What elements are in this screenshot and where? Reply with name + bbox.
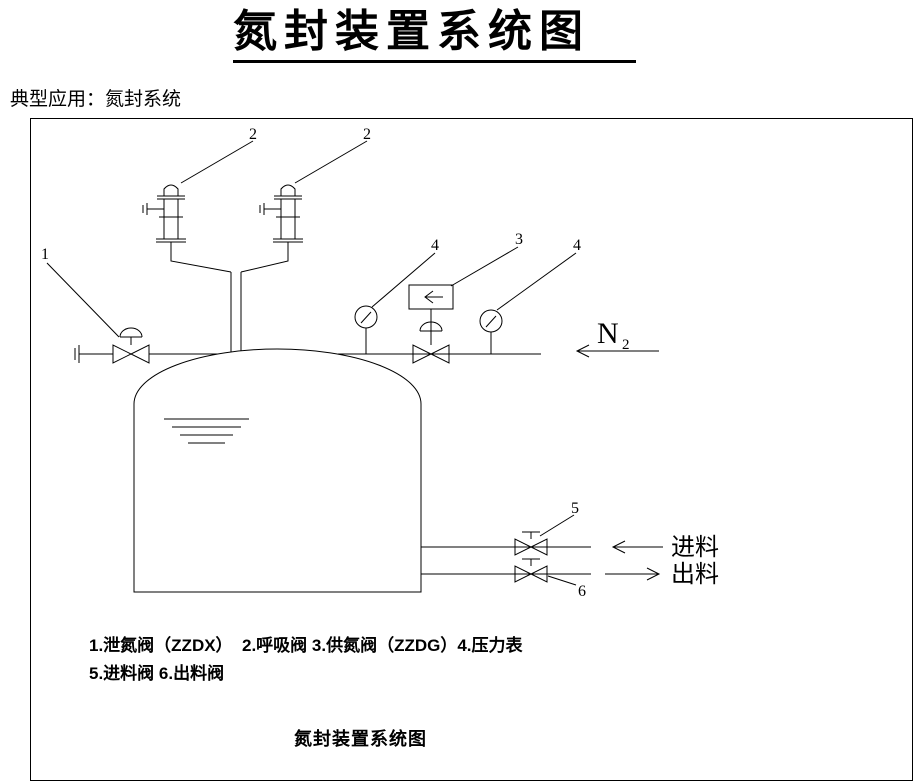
callouts: 1 2 2 4 3 4 5 6 — [41, 126, 586, 600]
discharge-arrow — [605, 567, 661, 581]
n2-arrow — [575, 344, 659, 358]
pressure-gauge-right — [479, 309, 503, 354]
relief-valve-assembly — [74, 327, 218, 364]
callout-4b: 4 — [573, 237, 581, 254]
storage-tank — [133, 348, 422, 593]
callout-6: 6 — [578, 583, 586, 600]
vent-pipe — [170, 242, 289, 352]
feed-arrow — [611, 540, 663, 554]
system-diagram: N 2 进料 出料 — [41, 126, 719, 600]
typical-application-subtitle: 典型应用：氮封系统 — [10, 89, 182, 110]
breather-valve-right — [259, 184, 304, 243]
discharge-line: 出料 — [421, 558, 719, 588]
callout-2a: 2 — [249, 126, 257, 143]
callout-3: 3 — [515, 231, 523, 248]
breather-valve-left — [142, 184, 187, 243]
diagram-frame: N 2 进料 出料 — [30, 118, 913, 781]
feed-line: 进料 — [421, 531, 719, 561]
pressure-gauge-left — [354, 305, 378, 354]
legend-line-2: 5.进料阀 6.出料阀 — [89, 664, 225, 683]
discharge-valve — [514, 558, 548, 583]
n2-source: N 2 — [575, 317, 659, 358]
feed-label: 进料 — [671, 534, 719, 561]
discharge-label: 出料 — [671, 561, 719, 588]
n2-symbol: N — [597, 317, 619, 350]
supply-valve-assembly — [408, 284, 454, 364]
callout-5: 5 — [571, 500, 579, 517]
liquid-level-icon — [164, 418, 249, 444]
callout-2b: 2 — [363, 126, 371, 143]
n2-subscript: 2 — [622, 337, 630, 353]
callout-4a: 4 — [431, 237, 439, 254]
legend-line-1: 1.泄氮阀（ZZDX） 2.呼吸阀 3.供氮阀（ZZDG）4.压力表 — [89, 636, 523, 655]
callout-1: 1 — [41, 246, 49, 263]
feed-valve — [514, 531, 548, 556]
page-title: 氮封装置系统图 — [233, 7, 636, 64]
diagram-caption: 氮封装置系统图 — [294, 729, 427, 749]
